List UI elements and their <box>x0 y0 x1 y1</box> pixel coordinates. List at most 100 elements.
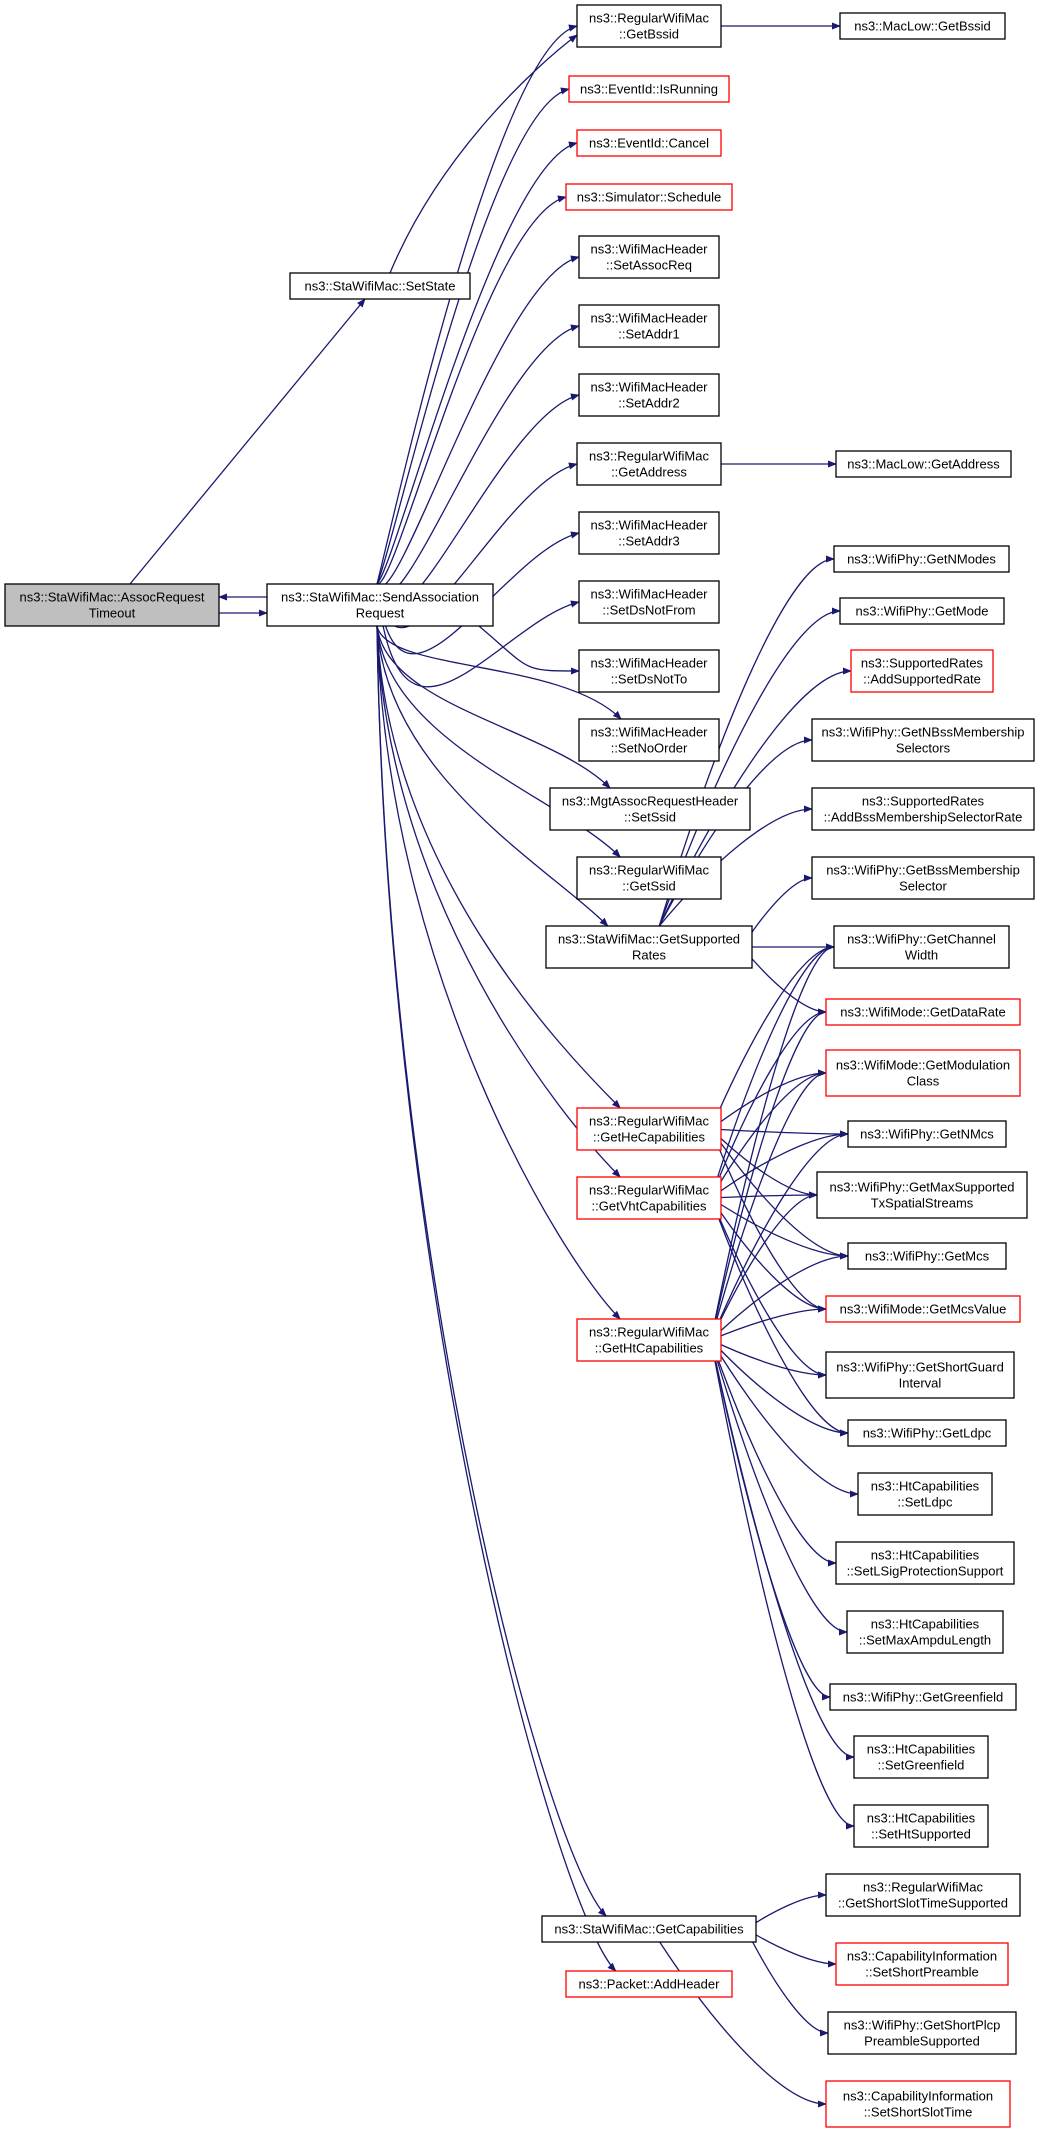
node-getshortplcp[interactable]: ns3::WifiPhy::GetShortPlcpPreambleSuppor… <box>827 2011 1017 2055</box>
node-setgreenfield-label-1: ::SetGreenfield <box>878 1758 965 1773</box>
node-getgreenfield-box <box>829 1683 1017 1711</box>
node-getshortplcp-label-1: PreambleSupported <box>864 2034 980 2049</box>
node-setlsig-label-0: ns3::HtCapabilities <box>871 1548 980 1563</box>
node-setmaxampdu[interactable]: ns3::HtCapabilities::SetMaxAmpduLength <box>846 1610 1004 1654</box>
node-getmcsvalue[interactable]: ns3::WifiMode::GetMcsValue <box>825 1295 1021 1323</box>
node-addbss[interactable]: ns3::SupportedRates::AddBssMembershipSel… <box>811 787 1035 831</box>
node-mgtssid-label-0: ns3::MgtAssocRequestHeader <box>562 794 739 809</box>
node-getnbss-box <box>811 718 1035 762</box>
node-mgtssid[interactable]: ns3::MgtAssocRequestHeader::SetSsid <box>549 787 751 831</box>
node-sethtsup-label-1: ::SetHtSupported <box>871 1827 971 1842</box>
node-setshortslot-label-1: ::SetShortSlotTime <box>864 2105 973 2120</box>
node-getbsssel-label-1: Selector <box>899 879 947 894</box>
node-setnoorder-box <box>578 718 720 762</box>
node-getbssid-box <box>576 4 722 48</box>
node-getbssid[interactable]: ns3::RegularWifiMac::GetBssid <box>576 4 722 48</box>
node-sendassoc-label-0: ns3::StaWifiMac::SendAssociation <box>281 590 479 605</box>
node-gethecap-label-1: ::GetHeCapabilities <box>593 1130 705 1145</box>
node-getmode[interactable]: ns3::WifiPhy::GetMode <box>839 597 1005 625</box>
edge-sendassoc-to-setnoorder <box>376 625 622 720</box>
node-getnmodes-label-0: ns3::WifiPhy::GetNModes <box>847 552 996 567</box>
node-getaddress[interactable]: ns3::RegularWifiMac::GetAddress <box>576 442 722 486</box>
node-maclowbssid[interactable]: ns3::MacLow::GetBssid <box>839 12 1006 40</box>
node-getsgi-label-1: Interval <box>899 1376 942 1391</box>
edge-getvhtcap-to-getmcsvalue <box>710 1197 827 1313</box>
edge-gethtcap-to-setgreenfield <box>710 1339 855 1761</box>
edge-getcaps-to-setshortslot <box>659 1941 827 2108</box>
node-setldpc-label-0: ns3::HtCapabilities <box>871 1479 980 1494</box>
node-getshortslotsup[interactable]: ns3::RegularWifiMac::GetShortSlotTimeSup… <box>825 1873 1021 1917</box>
node-addbss-label-0: ns3::SupportedRates <box>862 794 985 809</box>
node-setshortslot[interactable]: ns3::CapabilityInformation::SetShortSlot… <box>825 2080 1011 2128</box>
node-setdsnotfrom[interactable]: ns3::WifiMacHeader::SetDsNotFrom <box>578 580 720 624</box>
node-mgtssid-label-1: ::SetSsid <box>624 810 676 825</box>
node-setldpc-box <box>857 1472 993 1516</box>
node-root-label-1: Timeout <box>89 606 136 621</box>
edge-sendassoc-to-cancel <box>376 141 578 585</box>
node-addsuprate[interactable]: ns3::SupportedRates::AddSupportedRate <box>850 649 994 693</box>
node-setstate[interactable]: ns3::StaWifiMac::SetState <box>289 272 471 300</box>
node-getvhtcap[interactable]: ns3::RegularWifiMac::GetVhtCapabilities <box>576 1176 722 1220</box>
node-getssid[interactable]: ns3::RegularWifiMac::GetSsid <box>576 856 722 900</box>
node-getnmodes[interactable]: ns3::WifiPhy::GetNModes <box>833 545 1010 573</box>
node-addsuprate-box <box>850 649 994 693</box>
node-setaddr1[interactable]: ns3::WifiMacHeader::SetAddr1 <box>578 304 720 348</box>
edge-sendassoc-to-mgtssid <box>376 625 611 789</box>
edge-sendassoc-to-schedule <box>376 195 567 585</box>
node-addheader[interactable]: ns3::Packet::AddHeader <box>565 1970 733 1998</box>
node-getnmcs[interactable]: ns3::WifiPhy::GetNMcs <box>847 1120 1007 1148</box>
node-setassocreq-box <box>578 235 720 279</box>
node-setassocreq-label-1: ::SetAssocReq <box>606 258 692 273</box>
node-setaddr3[interactable]: ns3::WifiMacHeader::SetAddr3 <box>578 511 720 555</box>
node-getshortslotsup-label-0: ns3::RegularWifiMac <box>863 1880 983 1895</box>
edge-gethtcap-to-getmcs <box>710 1252 849 1341</box>
edge-gethtcap-to-getchwidth <box>710 943 835 1341</box>
node-getaddress-label-0: ns3::RegularWifiMac <box>589 449 709 464</box>
node-getldpc[interactable]: ns3::WifiPhy::GetLdpc <box>847 1419 1007 1447</box>
node-sendassoc-label-1: Request <box>356 606 405 621</box>
node-maclowaddr[interactable]: ns3::MacLow::GetAddress <box>835 450 1012 478</box>
node-getsuprates-box <box>545 925 753 969</box>
node-getgreenfield[interactable]: ns3::WifiPhy::GetGreenfield <box>829 1683 1017 1711</box>
edge-gethtcap-to-getmcsvalue <box>710 1305 827 1341</box>
node-setgreenfield[interactable]: ns3::HtCapabilities::SetGreenfield <box>853 1735 989 1779</box>
node-setlsig[interactable]: ns3::HtCapabilities::SetLSigProtectionSu… <box>835 1541 1015 1585</box>
node-isrunning[interactable]: ns3::EventId::IsRunning <box>568 75 730 103</box>
node-setaddr2[interactable]: ns3::WifiMacHeader::SetAddr2 <box>578 373 720 417</box>
node-setshortpre[interactable]: ns3::CapabilityInformation::SetShortPrea… <box>835 1942 1009 1986</box>
edge-gethtcap-to-getnmcs <box>710 1130 849 1341</box>
node-sethtsup[interactable]: ns3::HtCapabilities::SetHtSupported <box>853 1804 989 1848</box>
node-setaddr1-label-0: ns3::WifiMacHeader <box>590 311 708 326</box>
node-getdatarate[interactable]: ns3::WifiMode::GetDataRate <box>825 998 1021 1026</box>
node-setassocreq[interactable]: ns3::WifiMacHeader::SetAssocReq <box>578 235 720 279</box>
node-setaddr1-label-1: ::SetAddr1 <box>618 327 679 342</box>
node-schedule[interactable]: ns3::Simulator::Schedule <box>565 183 733 211</box>
node-setnoorder[interactable]: ns3::WifiMacHeader::SetNoOrder <box>578 718 720 762</box>
node-gethtcap[interactable]: ns3::RegularWifiMac::GetHtCapabilities <box>576 1318 722 1362</box>
node-setshortpre-box <box>835 1942 1009 1986</box>
node-setshortslot-box <box>825 2080 1011 2128</box>
node-getcaps[interactable]: ns3::StaWifiMac::GetCapabilities <box>541 1915 757 1943</box>
node-getmcs[interactable]: ns3::WifiPhy::GetMcs <box>847 1242 1007 1270</box>
node-cancel[interactable]: ns3::EventId::Cancel <box>576 129 722 157</box>
edge-sendassoc-to-setdsnotfrom <box>376 583 580 688</box>
node-getldpc-box <box>847 1419 1007 1447</box>
node-setdsnotto[interactable]: ns3::WifiMacHeader::SetDsNotTo <box>578 649 720 693</box>
node-gethecap[interactable]: ns3::RegularWifiMac::GetHeCapabilities <box>576 1107 722 1151</box>
node-setldpc[interactable]: ns3::HtCapabilities::SetLdpc <box>857 1472 993 1516</box>
node-setdsnotto-box <box>578 649 720 693</box>
node-getsuprates-label-1: Rates <box>632 948 666 963</box>
node-setmaxampdu-label-1: ::SetMaxAmpduLength <box>859 1633 991 1648</box>
node-getmodclass-label-0: ns3::WifiMode::GetModulation <box>836 1058 1010 1073</box>
node-maclowbssid-label-0: ns3::MacLow::GetBssid <box>854 19 991 34</box>
node-getmaxsup[interactable]: ns3::WifiPhy::GetMaxSupportedTxSpatialSt… <box>816 1171 1028 1219</box>
node-gethtcap-label-0: ns3::RegularWifiMac <box>589 1325 709 1340</box>
